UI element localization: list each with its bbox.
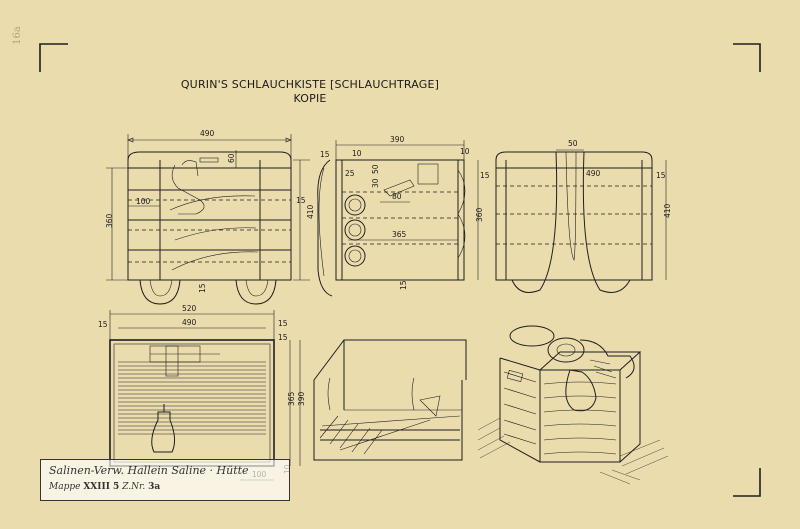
view-perspective-cutaway [313, 339, 467, 461]
view-perspective-sketch [477, 325, 669, 485]
dim-label: 15 [656, 171, 666, 180]
dim-label: 365 [392, 230, 407, 239]
dim-label: 100 [136, 197, 151, 206]
view-section: 520 490 15 15 15 365 390 100 10 [98, 304, 306, 481]
dim-label: 15 [296, 196, 306, 205]
stamp-mappe-label: Mappe [49, 482, 81, 492]
archive-stamp: Salinen-Verw. Hallein Saline · Hütte Map… [40, 459, 290, 501]
dim-label: 10 [460, 147, 470, 156]
dim-label: 490 [586, 169, 601, 178]
dim-label: 410 [663, 203, 672, 218]
dim-label: 15 [198, 283, 207, 293]
dim-label: 490 [182, 318, 197, 327]
dim-label: 15 [278, 333, 288, 342]
dim-label: 50 [568, 139, 578, 148]
dim-label: 365 [287, 391, 296, 406]
dim-label: 80 [392, 192, 402, 201]
dim-label: 15 [399, 280, 408, 290]
stamp-nr-value: 3a [148, 482, 161, 492]
drawing-title: QURIN'S SCHLAUCHKISTE [SCHLAUCHTRAGE] [180, 78, 440, 91]
view-rear: 50 15 490 15 410 [480, 139, 672, 293]
dim-label: 360 [475, 207, 484, 222]
dim-label: 30 [371, 178, 380, 188]
corner-marks [39, 43, 761, 497]
stamp-line-institution: Salinen-Verw. Hallein Saline · Hütte [49, 464, 249, 477]
dim-label: 60 [227, 153, 236, 163]
dim-label: 15 [98, 320, 108, 329]
drawing-subtitle: KOPIE [293, 92, 327, 105]
dim-label: 15 [480, 171, 490, 180]
dim-label: 15 [320, 150, 330, 159]
stamp-line-mappe: Mappe XXIII 5 Z.Nr. 3a [49, 482, 160, 492]
dim-label: 390 [297, 391, 306, 406]
dim-label: 390 [390, 135, 405, 144]
view-front: 490 60 100 [105, 129, 315, 305]
dim-label: 360 [105, 213, 114, 228]
stamp-mappe-value: XXIII 5 [83, 482, 120, 492]
dim-label: 50 [371, 164, 380, 174]
dim-label: 520 [182, 304, 197, 313]
dim-label: 15 [278, 319, 288, 328]
dim-label: 25 [345, 169, 355, 178]
dim-label: 10 [352, 149, 362, 158]
view-side: 390 10 10 15 25 30 50 80 3 [317, 135, 484, 297]
stamp-nr-label: Z.Nr. [122, 482, 146, 492]
dim-label: 490 [200, 129, 215, 138]
dim-label: 410 [306, 204, 315, 219]
